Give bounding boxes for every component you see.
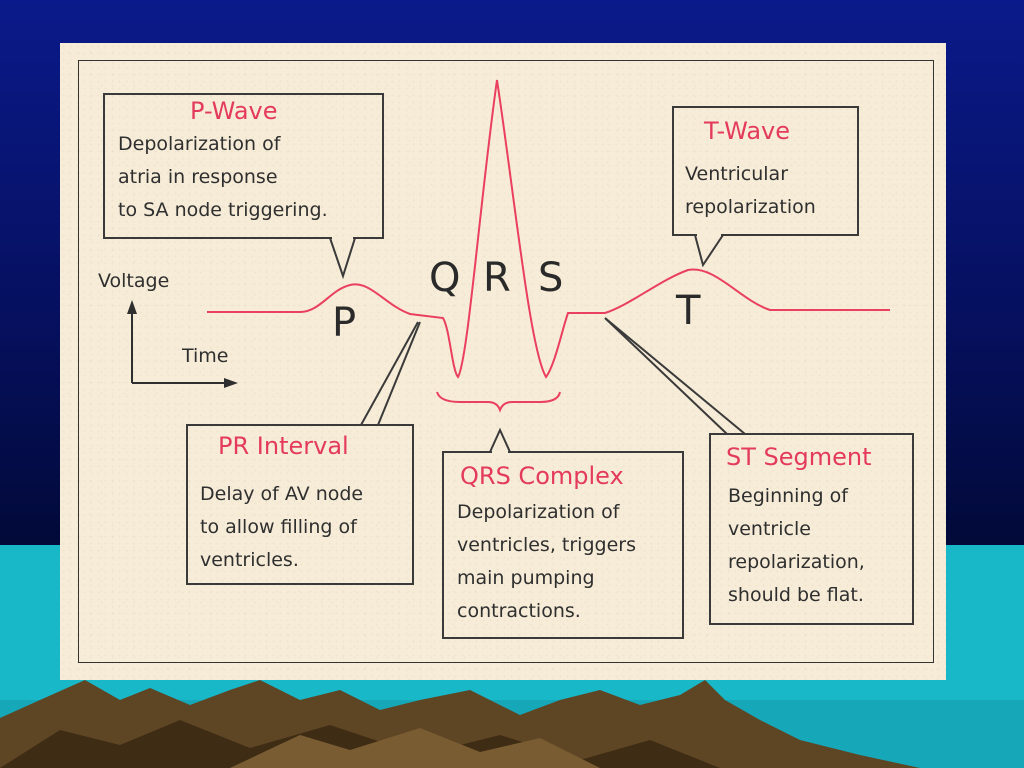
- st-segment-box: [709, 433, 914, 625]
- pr-interval-description: Delay of AV node to allow filling of ven…: [200, 478, 363, 577]
- p-wave-line-3: to SA node triggering.: [118, 199, 328, 221]
- pr-interval-line-3: ventricles.: [200, 549, 299, 571]
- qrs-complex-description: Depolarization of ventricles, triggers m…: [457, 496, 636, 628]
- p-wave-line-1: Depolarization of: [118, 133, 281, 155]
- p-wave-description: Depolarization of atria in response to S…: [118, 128, 328, 227]
- t-wave-line-1: Ventricular: [685, 163, 789, 185]
- st-segment-line-3: repolarization,: [728, 551, 865, 573]
- st-segment-line-2: ventricle: [728, 518, 811, 540]
- qrs-complex-title: QRS Complex: [460, 462, 624, 490]
- st-segment-line-4: should be flat.: [728, 584, 864, 606]
- pr-interval-box: [186, 424, 414, 585]
- qrs-complex-box: [442, 451, 684, 639]
- time-axis-arrow: [224, 378, 238, 388]
- t-wave-title: T-Wave: [704, 117, 791, 145]
- pr-interval-line-2: to allow filling of: [200, 516, 357, 538]
- label-s: S: [538, 255, 564, 301]
- qrs-complex-line-1: Depolarization of: [457, 501, 620, 523]
- pr-pointer-2: [377, 321, 421, 426]
- mountain-highlight: [230, 728, 600, 768]
- qrs-pointer: [489, 427, 511, 453]
- label-p: P: [332, 300, 357, 346]
- st-segment-title: ST Segment: [726, 443, 872, 471]
- label-t: T: [676, 288, 701, 334]
- voltage-label: Voltage: [98, 270, 170, 292]
- pr-pointer-1: [360, 321, 419, 426]
- qrs-complex-line-3: main pumping: [457, 567, 595, 589]
- time-label: Time: [182, 345, 229, 367]
- t-wave-box: [672, 106, 859, 236]
- t-wave-pointer: [694, 234, 724, 268]
- ecg-trace: [207, 79, 890, 379]
- t-wave-line-2: repolarization: [685, 196, 816, 218]
- qrs-brace: [436, 391, 561, 413]
- qrs-complex-line-4: contractions.: [457, 600, 581, 622]
- st-segment-description: Beginning of ventricle repolarization, s…: [728, 480, 865, 612]
- label-r: R: [483, 255, 511, 301]
- diagram-panel: [60, 43, 946, 680]
- qrs-complex-line-2: ventricles, triggers: [457, 534, 636, 556]
- p-wave-box: [103, 93, 384, 239]
- diagram-frame: [78, 60, 934, 663]
- st-pointer-1: [604, 317, 728, 435]
- p-wave-line-2: atria in response: [118, 166, 278, 188]
- pr-interval-title: PR Interval: [218, 432, 349, 460]
- voltage-axis-arrow: [127, 300, 137, 314]
- pr-interval-line-1: Delay of AV node: [200, 483, 364, 505]
- t-wave-description: Ventricular repolarization: [685, 158, 816, 224]
- p-wave-title: P-Wave: [190, 97, 278, 125]
- st-segment-line-1: Beginning of: [728, 485, 848, 507]
- p-wave-pointer: [329, 237, 356, 280]
- label-q: Q: [429, 255, 461, 301]
- st-pointer-2: [604, 317, 746, 435]
